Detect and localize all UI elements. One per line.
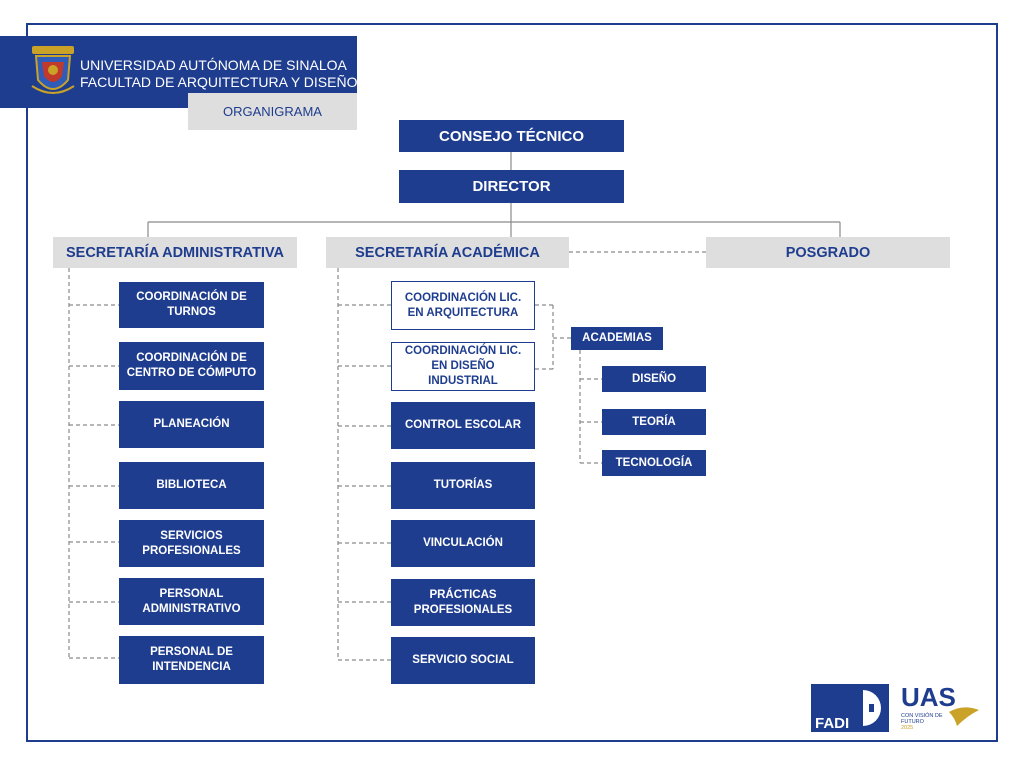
admin-unit: PERSONAL ADMINISTRATIVO (119, 578, 264, 625)
director-box: DIRECTOR (399, 170, 624, 203)
faculty-name: FACULTAD DE ARQUITECTURA Y DISEÑO (80, 74, 358, 90)
svg-text:FUTURO: FUTURO (901, 719, 925, 725)
svg-text:CON VISIÓN DE: CON VISIÓN DE (901, 712, 943, 719)
university-name: UNIVERSIDAD AUTÓNOMA DE SINALOA (80, 57, 347, 73)
uas-logo-icon: UAS CON VISIÓN DE FUTURO 2025 (901, 682, 979, 731)
fadi-logo-icon: FADI (811, 684, 889, 732)
academic-coordination: COORDINACIÓN LIC. EN ARQUITECTURA (391, 281, 535, 330)
academy-item: TEORÍA (602, 409, 706, 435)
academic-unit: VINCULACIÓN (391, 520, 535, 567)
academic-coordination: COORDINACIÓN LIC. EN DISEÑO INDUSTRIAL (391, 342, 535, 391)
uas-logo-text: UAS (901, 682, 956, 712)
admin-unit: PLANEACIÓN (119, 401, 264, 448)
university-crest-icon (31, 46, 75, 94)
fadi-logo-text: FADI (815, 715, 849, 732)
admin-unit: BIBLIOTECA (119, 462, 264, 509)
academy-item: DISEÑO (602, 366, 706, 392)
admin-secretary-box: SECRETARÍA ADMINISTRATIVA (53, 237, 297, 268)
academic-unit: SERVICIO SOCIAL (391, 637, 535, 684)
admin-unit: SERVICIOS PROFESIONALES (119, 520, 264, 567)
council-box: CONSEJO TÉCNICO (399, 120, 624, 152)
academic-unit: PRÁCTICAS PROFESIONALES (391, 579, 535, 626)
admin-unit: COORDINACIÓN DE CENTRO DE CÓMPUTO (119, 342, 264, 390)
academies-box: ACADEMIAS (571, 327, 663, 350)
admin-unit: PERSONAL DE INTENDENCIA (119, 636, 264, 684)
academic-unit: TUTORÍAS (391, 462, 535, 509)
academic-secretary-box: SECRETARÍA ACADÉMICA (326, 237, 569, 268)
organigram-label: ORGANIGRAMA (188, 93, 357, 130)
postgrad-box: POSGRADO (706, 237, 950, 268)
page-frame (26, 23, 998, 742)
academy-item: TECNOLOGÍA (602, 450, 706, 476)
academic-unit: CONTROL ESCOLAR (391, 402, 535, 449)
admin-unit: COORDINACIÓN DE TURNOS (119, 282, 264, 328)
svg-text:2025: 2025 (901, 725, 913, 731)
